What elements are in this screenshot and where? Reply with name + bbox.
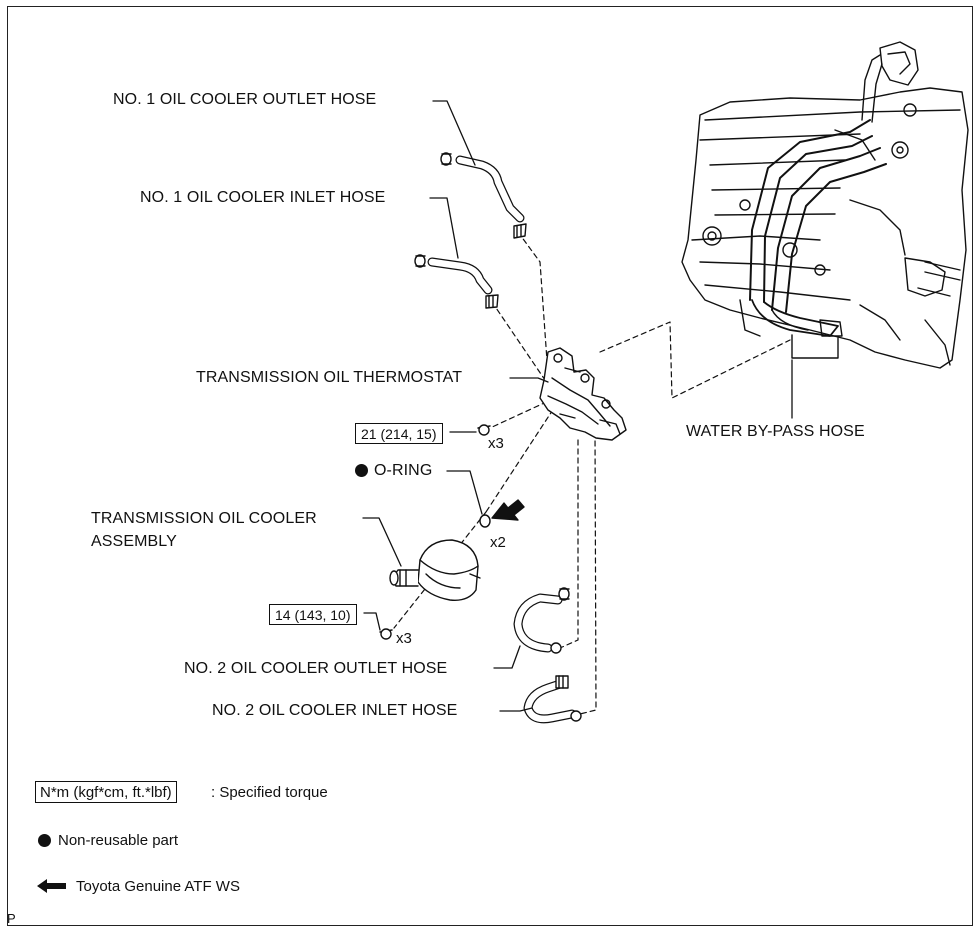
- legend-atf-text: Toyota Genuine ATF WS: [76, 878, 240, 895]
- label-oil-cooler-line2: ASSEMBLY: [91, 533, 177, 550]
- label-no2-inlet-hose: NO. 2 OIL COOLER INLET HOSE: [212, 702, 458, 719]
- qty-cooler-bolt: x3: [396, 630, 412, 647]
- cooler-bolt-part: [379, 628, 393, 640]
- left-arrow-icon: [37, 879, 66, 893]
- torque-spec-cooler-bolt: 14 (143, 10): [269, 604, 357, 625]
- label-no2-outlet-hose: NO. 2 OIL COOLER OUTLET HOSE: [184, 660, 448, 677]
- label-no1-inlet-hose: NO. 1 OIL COOLER INLET HOSE: [140, 189, 386, 206]
- qty-o-ring: x2: [490, 534, 506, 551]
- label-no1-outlet-hose: NO. 1 OIL COOLER OUTLET HOSE: [113, 91, 377, 108]
- no2-inlet-hose-part: [523, 675, 582, 724]
- label-thermostat: TRANSMISSION OIL THERMOSTAT: [196, 369, 463, 386]
- no1-inlet-hose-part: [414, 254, 499, 309]
- atf-arrow-icon: [491, 499, 525, 521]
- label-oil-cooler-line1: TRANSMISSION OIL COOLER: [91, 510, 317, 527]
- oil-cooler-part: [389, 539, 481, 601]
- no1-outlet-hose-part: [440, 152, 527, 239]
- torque-spec-thermostat-bolt: 21 (214, 15): [355, 423, 443, 444]
- label-o-ring: O-RING: [374, 462, 433, 479]
- engine-block-illustration: [681, 41, 969, 369]
- label-water-bypass-hose: WATER BY-PASS HOSE: [686, 423, 865, 440]
- no2-outlet-hose-part: [513, 587, 570, 654]
- qty-thermostat-bolt: x3: [488, 435, 504, 452]
- thermostat-bolt-part: [477, 424, 491, 436]
- leader-lines: [362, 100, 793, 712]
- thermostat-part: [539, 347, 627, 441]
- footer-code: P: [7, 911, 16, 926]
- legend-torque-box: N*m (kgf*cm, ft.*lbf): [35, 781, 177, 803]
- assembly-guide-lines: [393, 231, 791, 715]
- diagram-frame: [7, 6, 973, 926]
- filled-dot-icon: [38, 834, 51, 847]
- legend-torque-text: : Specified torque: [211, 784, 328, 801]
- legend-nonreusable-text: Non-reusable part: [58, 832, 179, 849]
- o-ring-part: [479, 514, 491, 528]
- nonreusable-dot-icon: [355, 464, 368, 477]
